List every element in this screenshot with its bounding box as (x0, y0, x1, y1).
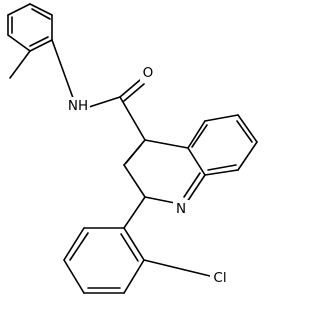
oxygen-atom: O (140, 64, 156, 82)
amide-nh-label: NH (68, 98, 88, 114)
chlorine-atom: Cl (210, 269, 230, 287)
ring-nitrogen-atom: N (173, 200, 189, 218)
benzo-ring-bond (187, 120, 206, 149)
benzo-ring-bond (204, 169, 239, 176)
tolyl-ring-bond (29, 3, 53, 16)
tolyl-ring-inner-bond (31, 8, 51, 20)
bond-layer (7, 3, 258, 294)
carbonyl-bond (119, 79, 141, 98)
quinoline-ring-inner-bond (125, 144, 142, 164)
biaryl-bond (123, 196, 146, 229)
carbonyl-c4-bond (119, 96, 146, 141)
chlorophenyl-ring-bond (63, 227, 85, 261)
benzo-ring-inner-bond (191, 124, 208, 148)
chlorophenyl-ring-bond (63, 259, 85, 294)
oxygen-label: O (143, 65, 154, 81)
tolyl-ring-inner-bond (29, 36, 49, 47)
quinoline-ring-bond (144, 196, 176, 204)
benzo-ring-inner-bond (207, 164, 237, 171)
chlorophenyl-ring-inner-bond (120, 233, 139, 262)
aryl-nitrogen-bond (51, 39, 74, 99)
tolyl-ring-bond (7, 3, 31, 16)
tolyl-ring-bond (7, 34, 31, 52)
quinoline-ring-bond (144, 139, 189, 149)
carbon-chlorine-bond (143, 259, 211, 277)
molecule-drawing: O NH N Cl (7, 3, 258, 294)
structure-diagram: O NH N Cl (7, 3, 258, 294)
benzo-ring-bond (204, 114, 239, 122)
atom-label-layer: O NH N Cl (66, 64, 230, 287)
benzo-ring-bond (237, 141, 258, 171)
quinoline-ring-bond (123, 164, 146, 198)
chlorophenyl-ring-bond (123, 227, 145, 261)
amide-nitrogen-atom: NH (66, 97, 90, 115)
chlorophenyl-ring-inner-bond (69, 232, 89, 261)
quinoline-ring-bond (186, 174, 206, 203)
quinoline-ring-bond (187, 147, 206, 176)
chlorophenyl-ring-bond (123, 259, 145, 294)
benzo-ring-inner-bond (236, 120, 253, 143)
amide-cn-bond (85, 96, 121, 109)
quinoline-ring-inner-bond (183, 172, 201, 198)
tolyl-ring-bond (29, 39, 53, 52)
carbonyl-bond (123, 83, 145, 102)
chlorine-label: Cl (213, 270, 226, 286)
ring-n-label: N (176, 201, 186, 217)
benzo-ring-bond (237, 114, 258, 143)
methyl-bond (9, 50, 31, 79)
